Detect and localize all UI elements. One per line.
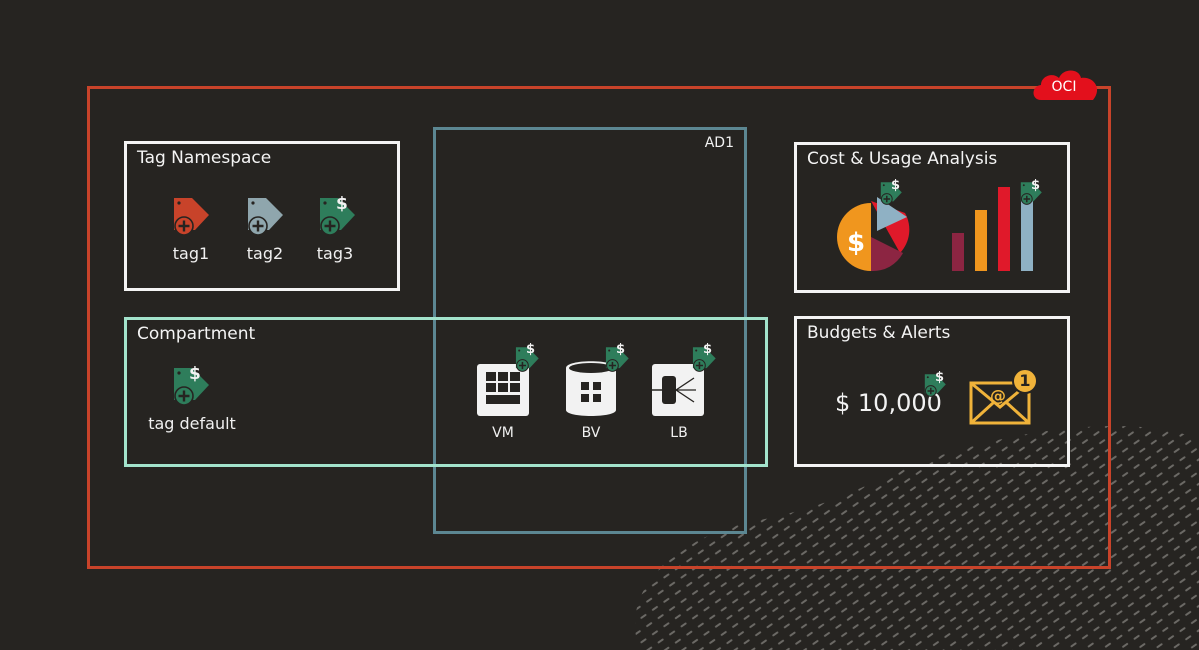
- oci-label: OCI: [1051, 79, 1077, 95]
- tag-namespace-panel: Tag Namespace tag1 tag2 $ tag3: [124, 141, 400, 291]
- tag3-label: tag3: [316, 244, 354, 263]
- dollar-symbol: $: [526, 342, 536, 357]
- dollar-symbol: $: [891, 178, 901, 193]
- compartment-panel: Compartment $ tag default $ VM $ BV $ LB: [124, 317, 768, 467]
- pie-chart-icon: $: [837, 197, 910, 272]
- dollar-symbol: $: [703, 342, 713, 357]
- tag-default-label: tag default: [148, 414, 236, 433]
- tag-namespace-title: Tag Namespace: [137, 148, 272, 168]
- cloud-icon: [1033, 70, 1098, 100]
- availability-domain-ad1: AD1: [433, 127, 747, 534]
- alert-count-badge: 1: [1019, 371, 1031, 390]
- svg-text:@: @: [990, 386, 1006, 405]
- bar-chart-icon: [952, 187, 1033, 271]
- svg-text:$: $: [847, 228, 865, 258]
- dollar-symbol: $: [616, 342, 626, 357]
- dollar-symbol: $: [189, 364, 201, 384]
- dollar-symbol: $: [1031, 178, 1041, 193]
- oci-region-boundary: [87, 86, 1111, 569]
- budgets-title: Budgets & Alerts: [807, 323, 951, 343]
- tag-plus-icon: [171, 196, 211, 236]
- cost-usage-title: Cost & Usage Analysis: [807, 149, 998, 169]
- lb-label: LB: [670, 425, 688, 441]
- budgets-alerts-panel: Budgets & Alerts $ 10,000 $ @ 1: [794, 316, 1070, 467]
- dollar-symbol: $: [336, 194, 348, 214]
- block-volume-icon: [566, 361, 616, 416]
- tag-plus-icon: [245, 196, 285, 236]
- email-alert-icon: @: [969, 368, 1038, 425]
- tag1-label: tag1: [172, 244, 210, 263]
- cost-usage-analysis-panel: Cost & Usage Analysis $ $ $: [794, 142, 1070, 293]
- ad-label: AD1: [704, 135, 734, 151]
- budget-amount: $ 10,000: [835, 389, 942, 417]
- vm-icon: [477, 364, 529, 416]
- bv-label: BV: [581, 425, 601, 441]
- tag2-label: tag2: [246, 244, 284, 263]
- dollar-symbol: $: [935, 370, 945, 385]
- load-balancer-icon: [652, 364, 704, 416]
- oci-cloud-badge: OCI: [1031, 66, 1101, 102]
- vm-label: VM: [492, 425, 514, 441]
- compartment-title: Compartment: [137, 324, 256, 344]
